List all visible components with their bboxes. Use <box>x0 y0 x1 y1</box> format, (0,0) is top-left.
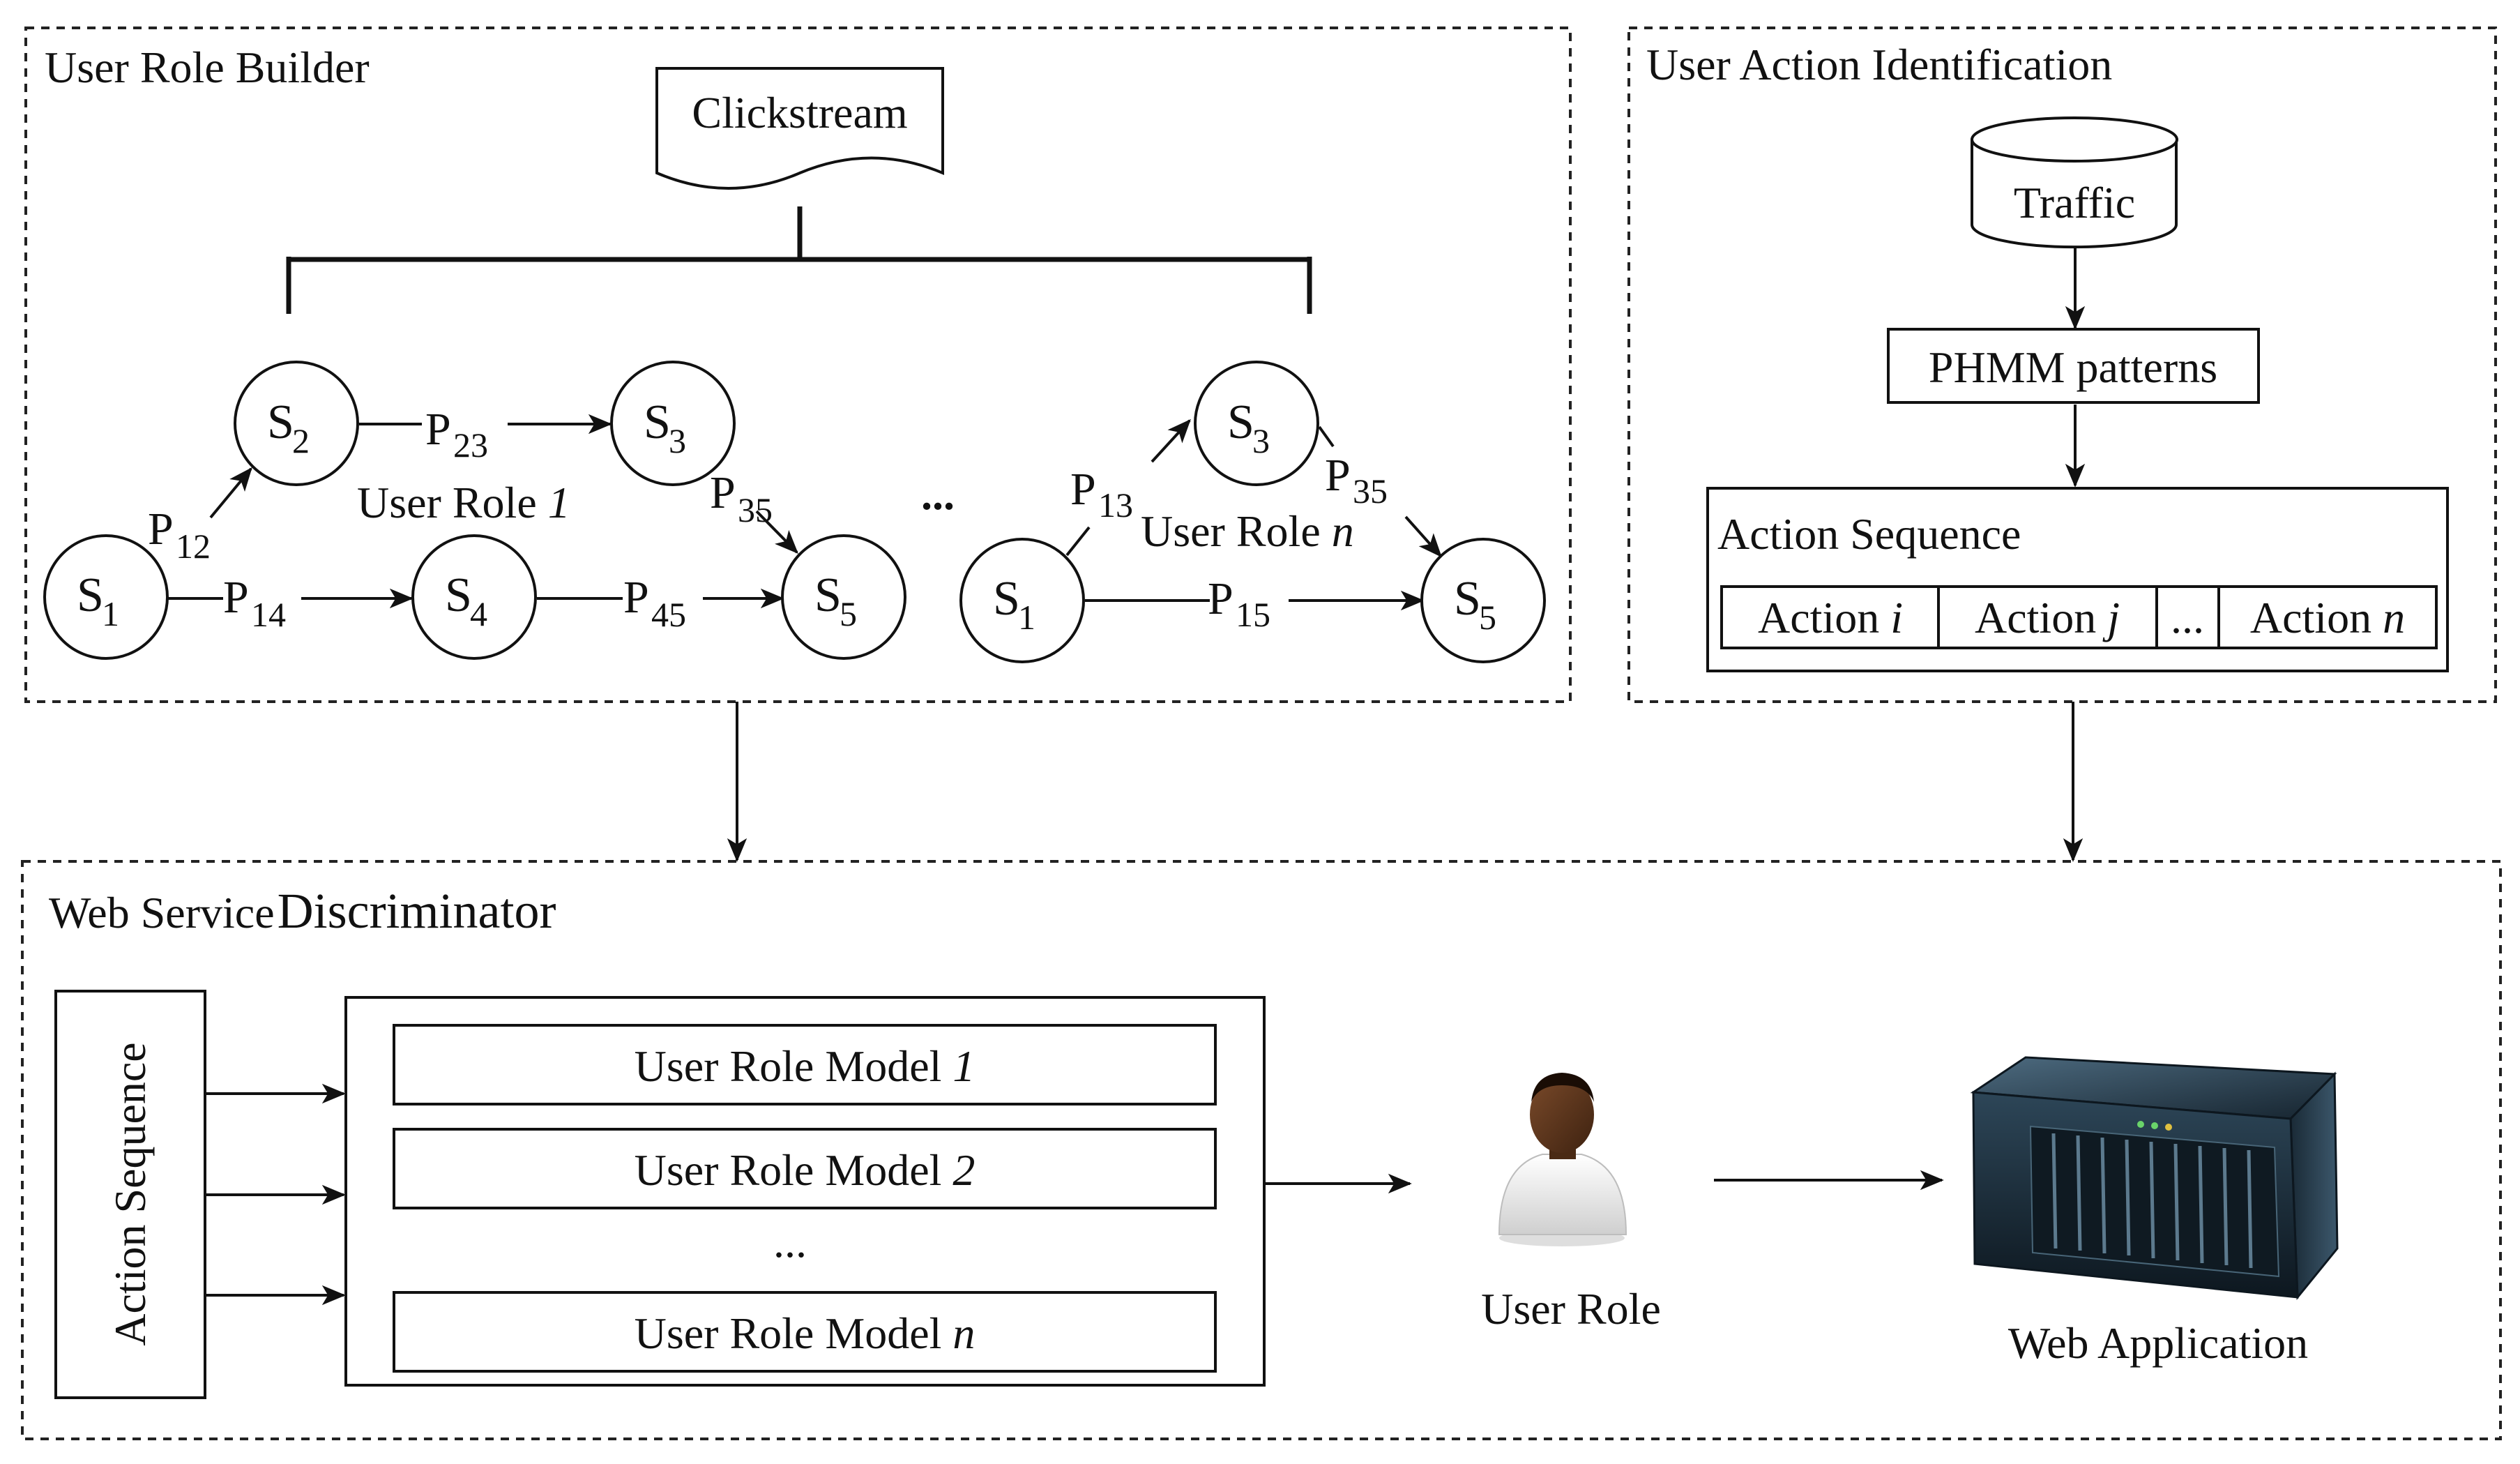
traffic-database: Traffic <box>1971 116 2178 249</box>
node-s5: S 5 <box>781 534 906 660</box>
prob-p35-n: P 35 <box>1325 450 1388 511</box>
action-sequence-input: Action Sequence <box>54 990 206 1399</box>
web-service-discriminator-panel: Web Service Discriminator Action Sequenc… <box>21 860 2502 1440</box>
node-s3: S 3 <box>610 361 736 486</box>
traffic-label: Traffic <box>2014 178 2135 227</box>
user-role-n-graph: S 1 S 3 S 5 P 13 P 35 P <box>959 361 1546 663</box>
clickstream-document: Clickstream <box>655 67 944 190</box>
svg-text:S: S <box>814 568 842 622</box>
svg-text:3: 3 <box>669 421 686 460</box>
prob-p14: P 14 <box>223 572 286 634</box>
prob-p13: P 13 <box>1070 464 1133 525</box>
clickstream-label: Clickstream <box>692 88 907 137</box>
model-n-label: User Role Model n <box>635 1308 976 1358</box>
user-role-models: User Role Model 1 User Role Model 2 ... … <box>344 996 1266 1387</box>
svg-text:P: P <box>148 504 174 554</box>
svg-text:12: 12 <box>176 527 211 566</box>
svg-text:4: 4 <box>470 594 487 633</box>
svg-text:23: 23 <box>453 425 488 465</box>
action-sequence-title: Action Sequence <box>1717 509 2021 559</box>
model-n-box <box>393 1291 1217 1373</box>
svg-text:S: S <box>644 395 671 449</box>
action-cell-n: Action n <box>2250 593 2405 642</box>
prob-p15: P 15 <box>1208 573 1270 634</box>
phmm-box: PHMM patterns <box>1887 328 2260 404</box>
node-s1: S 1 <box>43 534 169 660</box>
svg-text:45: 45 <box>651 595 686 634</box>
svg-text:P: P <box>623 572 649 623</box>
svg-text:35: 35 <box>1353 471 1388 511</box>
web-application-label: Web Application <box>2008 1318 2308 1368</box>
node-s3-n: S 3 <box>1194 361 1319 486</box>
node-s4: S 4 <box>411 534 537 660</box>
user-role-builder-title: User Role Builder <box>45 43 370 92</box>
clickstream-bracket <box>286 206 1312 314</box>
roles-ellipsis: ... <box>921 469 955 519</box>
svg-text:P: P <box>1070 464 1096 515</box>
user-role-n-caption: User Role n <box>1141 506 1354 556</box>
phmm-label: PHMM patterns <box>1929 342 2217 392</box>
svg-text:1: 1 <box>102 594 119 633</box>
edge-s3-s5-b <box>1404 515 1442 558</box>
svg-text:P: P <box>223 572 249 623</box>
edge-s3-s5-a <box>1318 425 1335 448</box>
model-1-box <box>393 1024 1217 1105</box>
svg-text:S: S <box>1227 395 1254 449</box>
node-s2: S 2 <box>234 361 359 486</box>
action-cell-ellipsis: ... <box>2171 593 2204 642</box>
svg-text:S: S <box>445 568 472 622</box>
user-action-identification-panel: User Action Identification Traffic PHMM … <box>1627 27 2497 703</box>
action-cell-i: Action i <box>1758 593 1903 642</box>
user-role-1-caption: User Role 1 <box>357 478 570 527</box>
action-sequence-vertical-label: Action Sequence <box>105 1042 155 1345</box>
input-arrows <box>206 1083 346 1306</box>
svg-text:P: P <box>425 404 451 455</box>
svg-text:S: S <box>1454 572 1481 626</box>
model-2-box <box>393 1128 1217 1209</box>
user-action-identification-title: User Action Identification <box>1646 40 2112 89</box>
svg-text:P: P <box>1325 450 1351 501</box>
svg-text:5: 5 <box>840 594 857 633</box>
user-role-builder-panel: User Role Builder Clickstream <box>24 27 1572 703</box>
svg-text:1: 1 <box>1018 598 1035 637</box>
models-ellipsis: ... <box>773 1217 807 1267</box>
svg-text:P: P <box>1208 573 1234 624</box>
model-1-label: User Role Model 1 <box>635 1041 976 1091</box>
action-cell-j: Action j <box>1975 593 2120 642</box>
svg-text:3: 3 <box>1252 421 1270 460</box>
prob-p35: P 35 <box>710 467 773 529</box>
node-s1-n: S 1 <box>959 538 1085 663</box>
svg-text:13: 13 <box>1098 485 1133 525</box>
user-role-label: User Role <box>1481 1284 1661 1334</box>
prob-p12: P 12 <box>148 504 211 566</box>
edge-s3-s5 <box>755 510 798 554</box>
prob-p23: P 23 <box>425 404 488 465</box>
user-icon <box>1498 1073 1627 1246</box>
user-role-1-graph: S 1 S 2 S 3 S 4 S 5 <box>43 361 906 660</box>
svg-text:S: S <box>77 568 104 622</box>
web-service-discriminator-title: Web Service Discriminator <box>49 883 556 939</box>
svg-text:P: P <box>710 467 736 518</box>
node-s5-n: S 5 <box>1420 538 1546 663</box>
svg-text:35: 35 <box>738 490 773 529</box>
svg-text:14: 14 <box>251 595 286 634</box>
edge-s1-s3-b <box>1151 418 1191 463</box>
server-icon <box>1970 1056 2339 1301</box>
edge-s1-s3-a <box>1065 526 1091 557</box>
prob-p45: P 45 <box>623 572 686 634</box>
svg-text:S: S <box>267 395 294 449</box>
action-sequence-box: Action Sequence Action i Action j ... Ac… <box>1706 487 2449 672</box>
edge-s1-s2 <box>209 467 252 519</box>
svg-text:15: 15 <box>1236 595 1270 634</box>
svg-text:2: 2 <box>292 421 310 460</box>
svg-text:5: 5 <box>1479 598 1496 637</box>
model-2-label: User Role Model 2 <box>635 1145 976 1195</box>
svg-text:S: S <box>993 572 1020 626</box>
